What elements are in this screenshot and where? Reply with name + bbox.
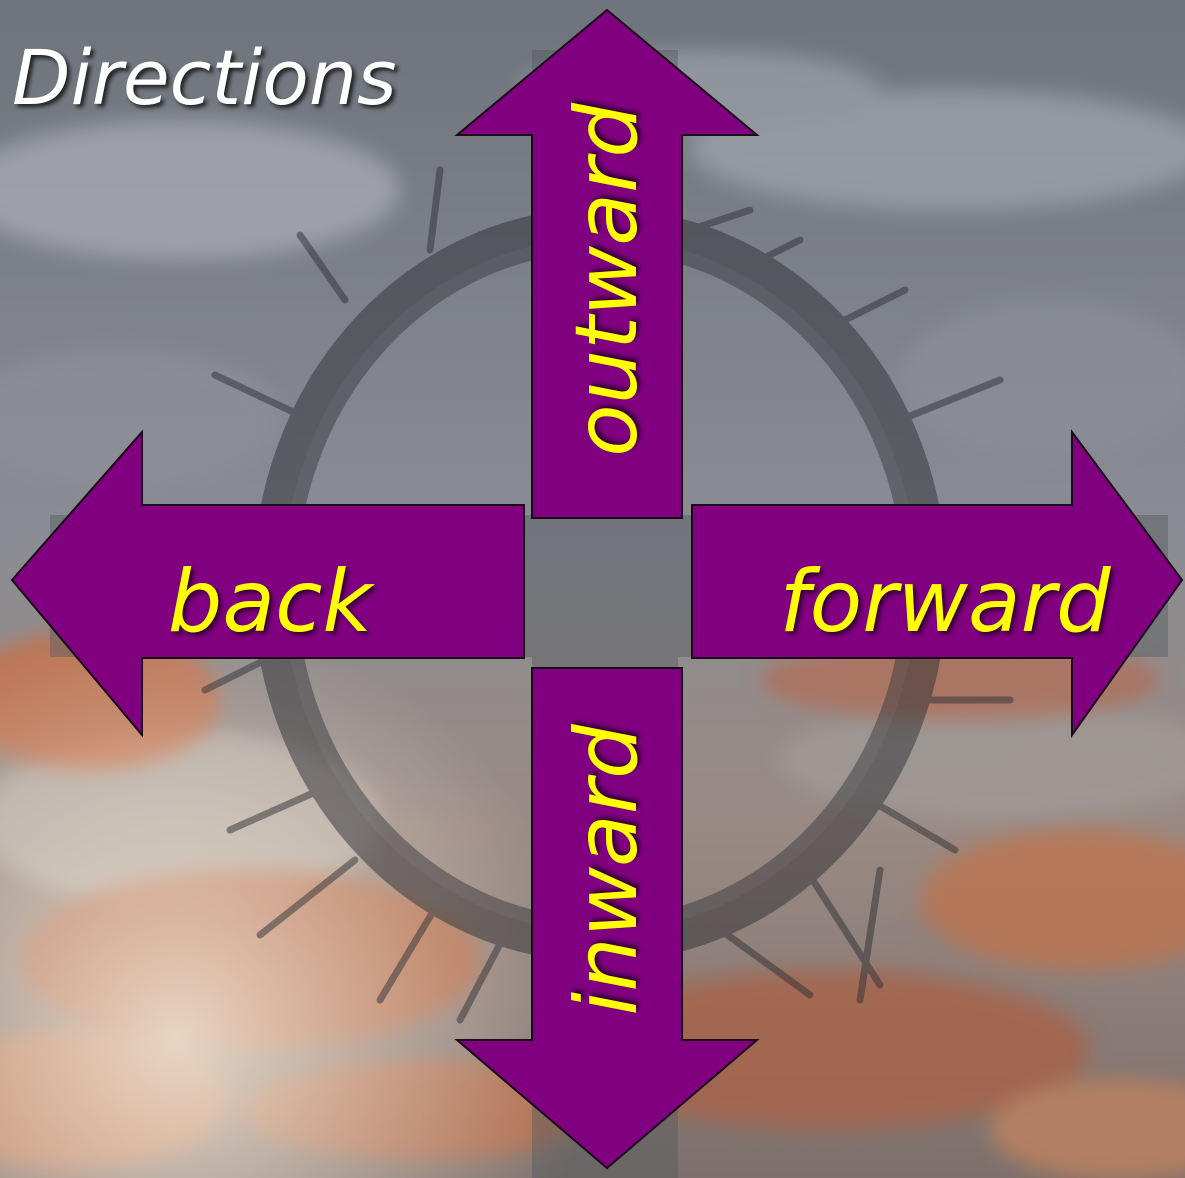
arrow-label-inward: inward [564, 724, 650, 1015]
arrow-label-back: back [168, 559, 372, 645]
arrow-label-outward: outward [564, 103, 650, 457]
arrow-label-forward: forward [779, 559, 1110, 645]
slide-title: Directions [12, 40, 397, 116]
